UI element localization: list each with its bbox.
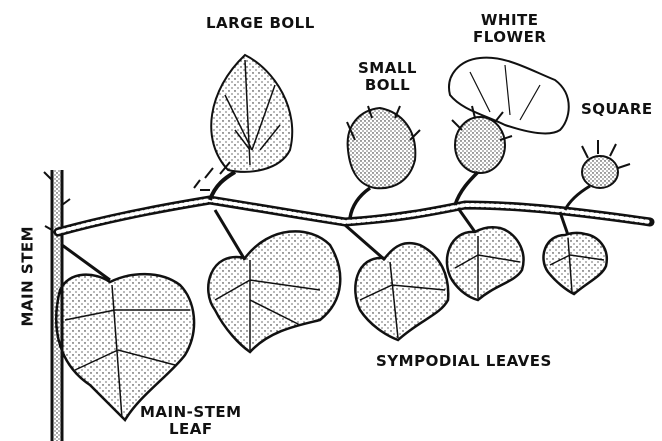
label-main-stem: MAIN STEM bbox=[20, 227, 37, 327]
small-boll bbox=[347, 106, 420, 218]
label-main-stem-leaf: MAIN-STEM LEAF bbox=[140, 404, 242, 438]
sympodial-leaf-3 bbox=[447, 208, 524, 300]
large-boll bbox=[200, 55, 292, 200]
sympodial-leaves bbox=[208, 208, 607, 352]
white-flower bbox=[449, 58, 569, 205]
sympodial-leaf-2 bbox=[345, 225, 448, 340]
label-small-boll: SMALL BOLL bbox=[358, 60, 417, 94]
sympodial-leaf-4 bbox=[543, 212, 606, 294]
label-large-boll: LARGE BOLL bbox=[206, 15, 315, 32]
label-sympodial-leaves: SYMPODIAL LEAVES bbox=[376, 353, 552, 370]
square bbox=[565, 140, 630, 210]
label-pointers bbox=[194, 180, 200, 188]
main-stem-leaf bbox=[56, 245, 194, 420]
sympodial-leaf-1 bbox=[208, 210, 340, 352]
label-square: SQUARE bbox=[581, 101, 653, 118]
label-white-flower: WHITE FLOWER bbox=[473, 12, 546, 46]
